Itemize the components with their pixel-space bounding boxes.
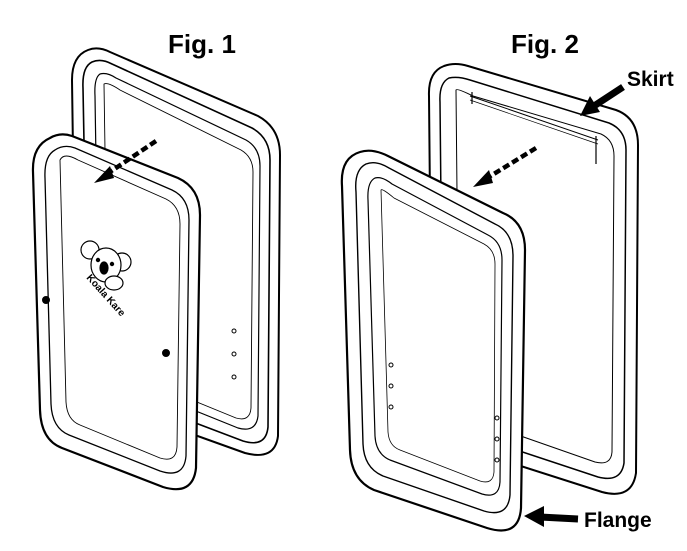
fig1-insert-arrow	[94, 139, 158, 183]
koala-bear-icon	[80, 240, 132, 291]
fig2-title: Fig. 2	[511, 29, 579, 59]
fig1-mounting-holes	[231, 328, 237, 380]
flange-callout-arrow	[524, 506, 579, 527]
fig2-flange	[340, 149, 527, 532]
skirt-label: Skirt	[627, 68, 674, 91]
fig1-right-fastener	[162, 349, 170, 357]
fig2-mounting-holes	[388, 362, 500, 463]
skirt-callout-arrow	[580, 84, 625, 116]
fig1-left-fastener	[42, 296, 50, 304]
flange-label: Flange	[584, 509, 652, 532]
fig2-insert-arrow	[473, 146, 538, 187]
fig1-front-cover	[31, 133, 202, 491]
fig1-title: Fig. 1	[168, 29, 236, 59]
